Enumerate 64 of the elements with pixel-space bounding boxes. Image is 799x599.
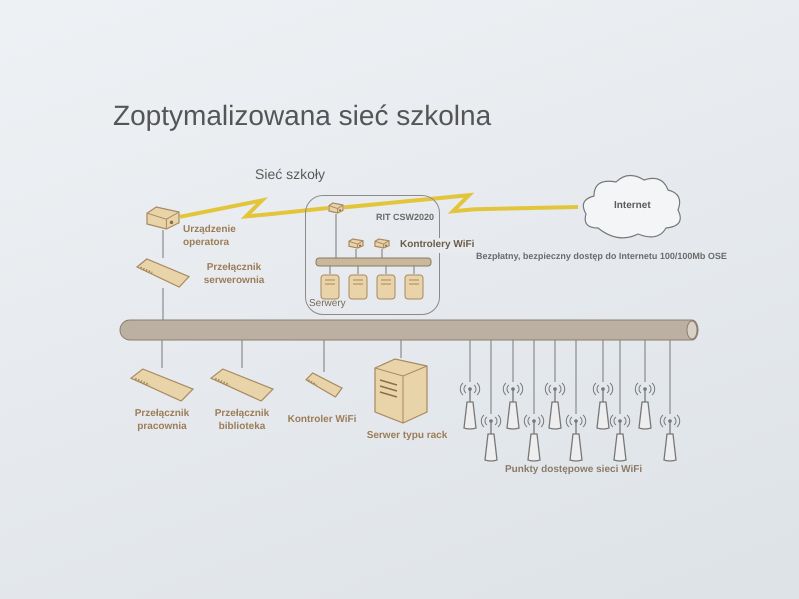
network-cable (512, 340, 514, 382)
access-point-icon (481, 414, 501, 462)
network-cable (413, 266, 415, 274)
caption-text: Serwery (309, 298, 346, 310)
network-switch-icon (136, 258, 190, 288)
network-cable (329, 266, 331, 274)
access-point-icon (566, 414, 586, 462)
access-point-icon (524, 414, 544, 462)
network-cable (400, 340, 402, 358)
network-cable (469, 340, 471, 382)
network-cable (619, 340, 621, 414)
lightning-link (180, 197, 328, 219)
server-icon (404, 274, 424, 300)
server-icon (376, 274, 396, 300)
caption-text: Sieć szkoły (255, 166, 326, 184)
access-point-icon (635, 382, 655, 430)
backbone-pipe (120, 320, 698, 340)
router-icon (146, 206, 180, 230)
caption-text: Bezpłatny, bezpieczny dostęp do Internetu 100/100Mb OSE (476, 251, 727, 262)
network-cable (162, 288, 164, 320)
access-point-icon (545, 382, 565, 430)
network-cable (490, 340, 492, 414)
network-switch-icon (130, 368, 194, 402)
router-icon (348, 238, 364, 249)
bus-bar (316, 258, 431, 266)
access-point-icon (460, 382, 480, 430)
network-cable (533, 340, 535, 414)
device-label: Kontroler WiFi (286, 414, 358, 426)
caption-text: Kontrolery WiFi (398, 238, 476, 252)
device-label: Przełącznik biblioteka (214, 408, 270, 433)
network-cable (161, 340, 163, 368)
network-cable (357, 266, 359, 274)
group-label: RIT CSW2020 (376, 212, 434, 224)
network-cable (355, 249, 357, 258)
access-point-icon (610, 414, 630, 462)
access-point-icon (593, 382, 613, 430)
device-label: Serwer typu rack (366, 430, 448, 442)
network-cable (575, 340, 577, 414)
network-cable (162, 230, 164, 258)
device-label: Urządzenie operatora (183, 224, 237, 249)
router-icon (328, 202, 344, 214)
network-switch-icon (305, 372, 343, 398)
slide-title: Zoptymalizowana sieć szkolna (113, 99, 492, 133)
lightning-link (344, 192, 578, 214)
server-icon (348, 274, 368, 300)
network-cable (602, 340, 604, 382)
cloud-label: Internet (614, 200, 651, 212)
device-label: Przełącznik pracownia (134, 408, 190, 433)
device-label: Przełącznik serwerownia (202, 262, 266, 287)
access-point-icon (660, 414, 680, 462)
access-point-icon (503, 382, 523, 430)
network-cable (335, 214, 337, 258)
server-icon (320, 274, 340, 300)
network-switch-icon (210, 368, 274, 402)
caption-text: Punkty dostępowe sieci WiFi (505, 464, 642, 476)
server-tower-icon (373, 358, 429, 424)
router-icon (374, 238, 390, 249)
network-cable (323, 340, 325, 372)
network-cable (385, 266, 387, 274)
network-cable (669, 340, 671, 414)
network-cable (241, 340, 243, 368)
network-cable (644, 340, 646, 382)
network-cable (381, 249, 383, 258)
network-cable (554, 340, 556, 382)
